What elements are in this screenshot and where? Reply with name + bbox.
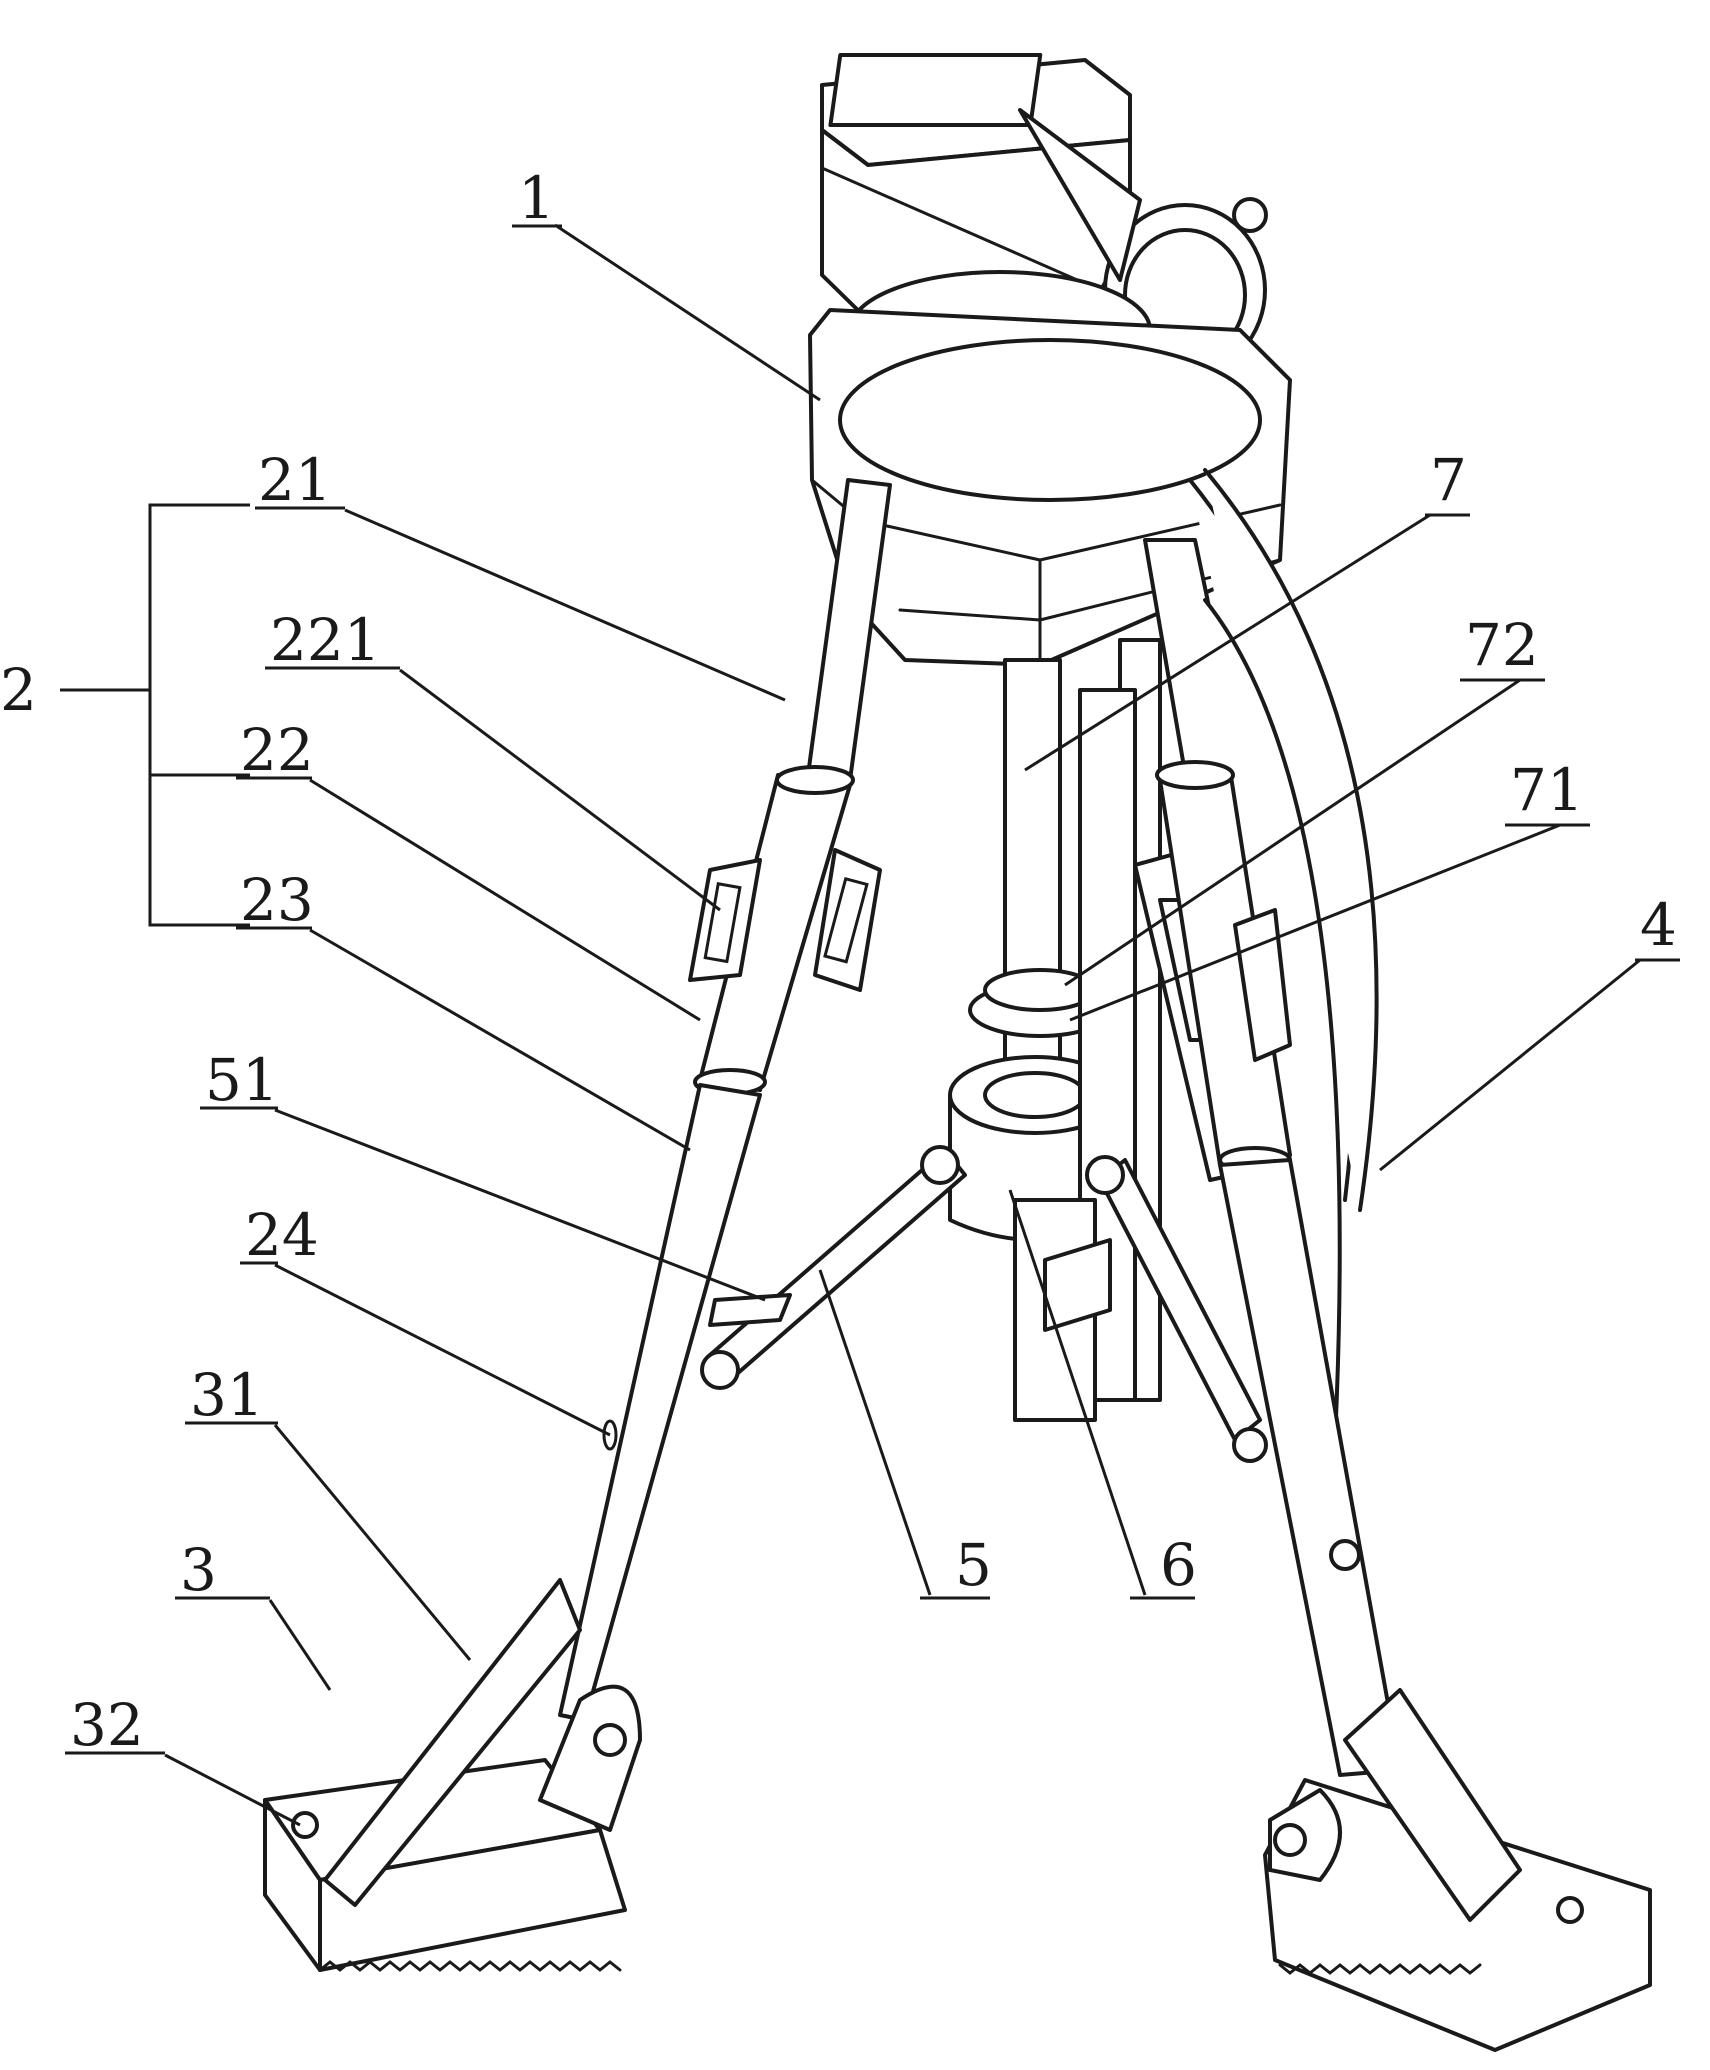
label-32: 32 — [70, 1691, 144, 1759]
reference-numerals: 1 2 21 221 22 23 51 24 31 3 32 7 72 71 4… — [0, 164, 1680, 1759]
right-foot — [1263, 1688, 1652, 2052]
label-7: 7 — [1430, 446, 1467, 514]
label-2: 2 — [0, 656, 37, 724]
label-3: 3 — [180, 1536, 217, 1604]
label-31: 31 — [190, 1361, 264, 1429]
left-foot — [263, 1578, 642, 1972]
label-5: 5 — [955, 1531, 992, 1599]
left-leg — [558, 478, 892, 1722]
label-23: 23 — [240, 866, 314, 934]
label-21: 21 — [258, 446, 332, 514]
braces — [700, 1145, 1268, 1463]
label-24: 24 — [245, 1201, 319, 1269]
label-1: 1 — [518, 164, 555, 232]
label-221: 221 — [270, 606, 381, 674]
label-6: 6 — [1160, 1531, 1197, 1599]
label-71: 71 — [1510, 756, 1584, 824]
label-4: 4 — [1640, 891, 1677, 959]
leader-lines — [60, 223, 1641, 1827]
label-51: 51 — [205, 1046, 279, 1114]
label-22: 22 — [240, 716, 314, 784]
center-column — [968, 658, 1112, 1102]
label-72: 72 — [1465, 611, 1539, 679]
